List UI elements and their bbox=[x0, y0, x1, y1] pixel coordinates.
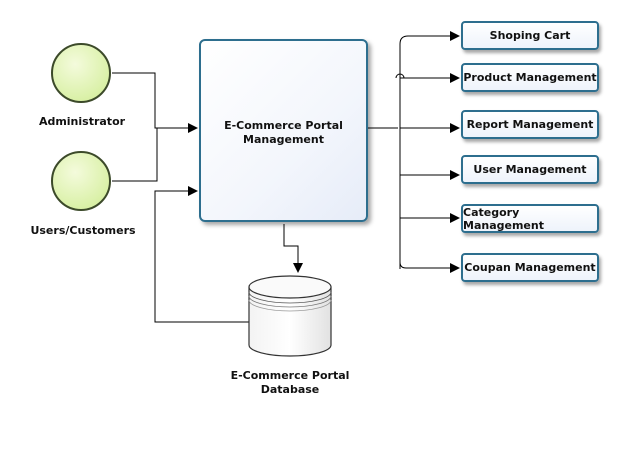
users-customers-actor-icon bbox=[51, 151, 111, 211]
module-shoping-cart: Shoping Cart bbox=[461, 21, 599, 50]
database-to-portal-connector bbox=[154, 186, 249, 323]
administrator-actor-icon bbox=[51, 43, 111, 103]
connector-coupan-management bbox=[399, 261, 460, 273]
trunk-top-segment bbox=[399, 35, 409, 128]
database-label-line1: E-Commerce Portal bbox=[230, 369, 350, 382]
database-label: E-Commerce Portal Database bbox=[225, 369, 355, 397]
portal-to-database-connector bbox=[283, 224, 303, 273]
users-customers-label: Users/Customers bbox=[30, 224, 136, 237]
administrator-label: Administrator bbox=[38, 115, 126, 128]
portal-output-trunk bbox=[368, 127, 401, 269]
module-user-management: User Management bbox=[461, 155, 599, 184]
module-product-management: Product Management bbox=[461, 63, 599, 92]
portal-management-label: E-Commerce Portal Management bbox=[201, 119, 366, 147]
admin-to-portal-connector bbox=[112, 72, 198, 133]
portal-label-line1: E-Commerce Portal bbox=[224, 119, 343, 132]
module-coupan-management: Coupan Management bbox=[461, 253, 599, 282]
portal-label-line2: Management bbox=[243, 133, 324, 146]
database-label-line2: Database bbox=[260, 383, 320, 396]
users-to-portal-connector bbox=[112, 128, 158, 182]
module-category-management: Category Management bbox=[461, 204, 599, 233]
database-cylinder-icon bbox=[248, 275, 332, 357]
module-report-management: Report Management bbox=[461, 110, 599, 139]
portal-management-box: E-Commerce Portal Management bbox=[199, 39, 368, 222]
connector-hop bbox=[395, 73, 405, 79]
